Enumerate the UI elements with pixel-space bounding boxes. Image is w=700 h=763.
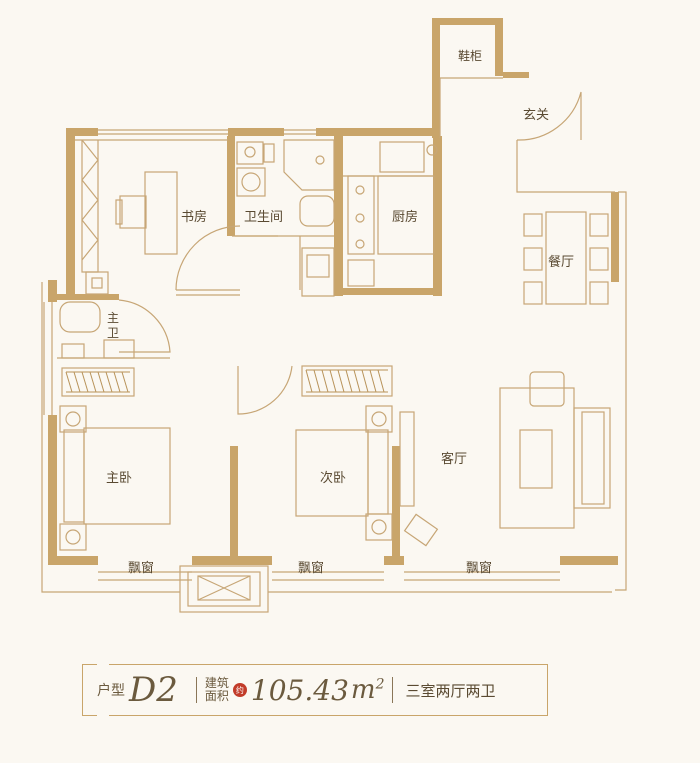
label-dining: 餐厅 [548, 254, 574, 270]
label-bay-window-1: 飘窗 [128, 560, 154, 576]
label-bay-window-2: 飘窗 [298, 560, 324, 576]
label-shoe-cabinet: 鞋柜 [458, 48, 482, 63]
wardrobe-hatching [65, 369, 385, 393]
label-second-bedroom: 次卧 [320, 470, 346, 486]
area-label-line2: 面积 [204, 689, 229, 703]
walls [48, 18, 619, 565]
label-entrance: 玄关 [523, 108, 549, 123]
label-bathroom: 卫生间 [244, 210, 283, 225]
area-unit-base: m [350, 675, 376, 705]
area-label: 建筑 面积 [205, 677, 229, 703]
unit-type-value: D2 [129, 670, 178, 710]
label-master-bath-2: 卫 [107, 326, 119, 340]
label-living-room: 客厅 [441, 451, 467, 467]
area-label-line1: 建筑 [204, 676, 229, 690]
approx-badge: 约 [232, 683, 247, 697]
area-value: 105.43 [250, 673, 349, 707]
area-unit: m2 [351, 675, 385, 705]
label-kitchen: 厨房 [392, 209, 418, 225]
layout-description: 三室两厅两卫 [405, 681, 496, 700]
separator-2 [392, 677, 394, 703]
label-bay-window-3: 飘窗 [466, 560, 492, 576]
room-labels: 鞋柜 玄关 书房 卫生间 厨房 餐厅 主 卫 主卧 次卧 客厅 飘窗 飘窗 飘窗 [106, 48, 574, 576]
separator [195, 677, 197, 703]
unit-type-label: 户型 [97, 683, 125, 699]
label-master-bedroom: 主卧 [106, 471, 132, 486]
label-master-bath-1: 主 [107, 311, 119, 325]
unit-info-bar: 户型 D2 建筑 面积 约 105.43 m2 三室两厅两卫 [82, 664, 548, 716]
label-study: 书房 [181, 209, 207, 225]
thin-lines [41, 77, 627, 613]
area-unit-sup: 2 [375, 676, 385, 693]
